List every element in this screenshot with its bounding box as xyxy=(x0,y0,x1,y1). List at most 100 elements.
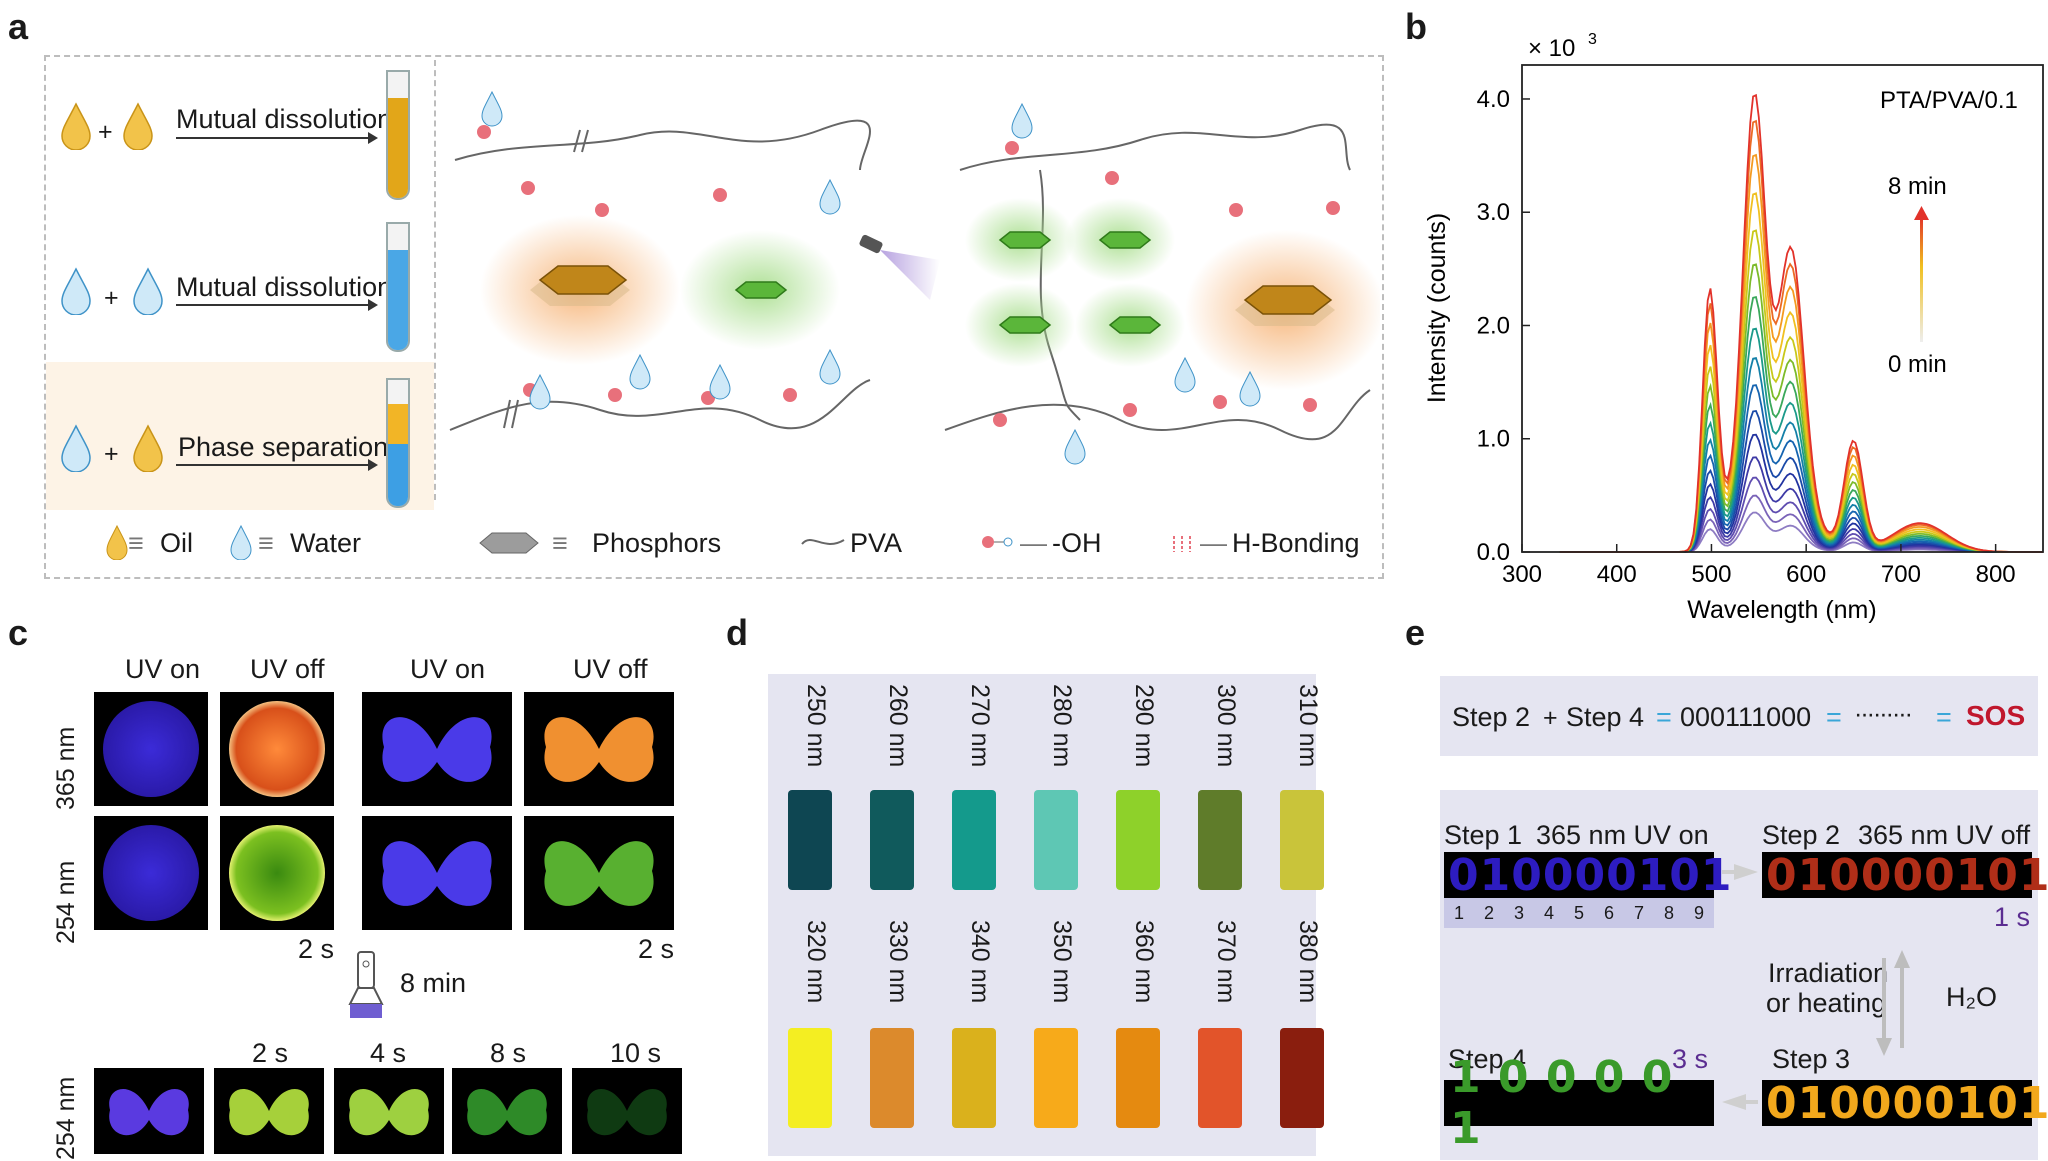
d-color-swatch xyxy=(1198,790,1242,890)
phosphor-equiv: ≡ xyxy=(552,528,568,558)
c-bottom-time-10s: 10 s xyxy=(610,1038,662,1068)
plus-row3: + xyxy=(104,440,119,468)
spectrum-series-line xyxy=(1559,263,2043,553)
x-tick-label: 700 xyxy=(1881,561,1921,588)
x-axis-label: Wavelength (nm) xyxy=(1687,596,1876,624)
e-eq-plus: + xyxy=(1543,704,1558,732)
d-color-swatch xyxy=(1280,1028,1324,1128)
e-eq-equals-3: = xyxy=(1936,702,1952,732)
e-index: 5 xyxy=(1573,902,1584,923)
c-header-uv-on-2: UV on xyxy=(410,654,486,684)
panel-label-a: a xyxy=(8,6,29,47)
row1-arrow xyxy=(176,132,378,144)
y-multiplier: × 10 xyxy=(1528,35,1575,62)
d-color-swatch xyxy=(870,1028,914,1128)
e-arrow-1-2 xyxy=(1722,864,1758,880)
c-photo-grid xyxy=(94,692,674,930)
e-step1-title: Step 1 xyxy=(1444,820,1523,850)
c-bottom-time-2s: 2 s xyxy=(252,1038,289,1068)
chart-plot-frame xyxy=(1521,64,2044,553)
e-step4-digits: 1 0 0 0 0 1 xyxy=(1444,1052,1714,1154)
oil-drop-legend-icon xyxy=(106,524,128,560)
time-label-top: 8 min xyxy=(1888,173,1947,200)
e-eq-equals-2: = xyxy=(1826,702,1842,732)
legend-water: Water xyxy=(290,528,362,558)
d-wavelength-label: 290 nm xyxy=(1130,684,1158,768)
phase-separation-highlight xyxy=(46,362,434,510)
y-tick-label: 3.0 xyxy=(1477,199,1510,226)
oh-dash: — xyxy=(1020,528,1047,558)
x-tick-label: 400 xyxy=(1597,561,1637,588)
x-tick-label: 800 xyxy=(1976,561,2016,588)
d-wavelength-label: 300 nm xyxy=(1212,684,1240,768)
phosphor-legend-icon xyxy=(479,532,539,554)
row2-label: Mutual dissolution xyxy=(176,272,393,302)
row1-label: Mutual dissolution xyxy=(176,104,393,134)
e-step1-digits: 010000101 xyxy=(1444,850,1732,901)
e-index: 6 xyxy=(1603,902,1614,923)
e-equation-box xyxy=(1440,676,2038,756)
y-multiplier-exp: 3 xyxy=(1588,31,1597,48)
row3-label: Phase separation xyxy=(178,432,389,462)
d-color-swatch xyxy=(1116,1028,1160,1128)
tube-oil-oil xyxy=(386,70,410,200)
hbond-legend-icon xyxy=(1173,536,1191,552)
chart-series-group xyxy=(1559,93,2043,553)
e-eq-step4: Step 4 xyxy=(1566,702,1645,732)
d-color-swatch xyxy=(1034,790,1078,890)
plus-row2: + xyxy=(104,284,119,312)
panel-a-frame xyxy=(44,55,1384,579)
y-tick-label: 2.0 xyxy=(1477,312,1510,339)
spectrum-series-line xyxy=(1559,356,2043,553)
e-index: 2 xyxy=(1483,902,1494,923)
d-wavelength-label: 350 nm xyxy=(1048,920,1076,1004)
tube-phase-separation xyxy=(386,378,410,508)
c-header-uv-off-1: UV off xyxy=(250,654,325,684)
d-wavelength-label: 250 nm xyxy=(802,684,830,768)
time-arrow-head xyxy=(1914,206,1929,220)
e-index: 3 xyxy=(1513,902,1524,923)
c-bottom-row-label: 254 nm xyxy=(52,1076,80,1160)
hbond-dash: — xyxy=(1200,528,1227,558)
e-step3-title: Step 3 xyxy=(1772,1044,1851,1074)
e-index: 4 xyxy=(1543,902,1554,923)
x-tick-label: 300 xyxy=(1502,561,1542,588)
legend-oh: -OH xyxy=(1052,528,1102,558)
tube-water-water xyxy=(386,222,410,352)
legend-pva: PVA xyxy=(850,528,903,558)
x-tick-label: 500 xyxy=(1691,561,1731,588)
legend-hbond: H-Bonding xyxy=(1232,528,1360,558)
e-eq-step2: Step 2 xyxy=(1452,702,1531,732)
chart-annotation: PTA/PVA/0.1 xyxy=(1880,87,2018,114)
spectrum-series-line xyxy=(1559,433,2043,553)
d-wavelength-label: 340 nm xyxy=(966,920,994,1004)
e-step1-sub: 365 nm UV on xyxy=(1536,820,1709,850)
oil-drops-row1 xyxy=(61,102,153,150)
e-step2-sub: 365 nm UV off xyxy=(1858,820,2031,850)
d-color-swatch xyxy=(788,1028,832,1128)
d-wavelength-label: 360 nm xyxy=(1130,920,1158,1004)
flashlight-icon xyxy=(348,951,384,1018)
oh-legend-icon xyxy=(982,536,1013,548)
e-or-heating: or heating xyxy=(1766,988,1887,1018)
y-tick-label: 1.0 xyxy=(1477,426,1510,453)
d-color-swatch xyxy=(952,1028,996,1128)
d-wavelength-label: 380 nm xyxy=(1294,920,1322,1004)
e-eq-equals-1: = xyxy=(1656,702,1672,732)
d-wavelength-label: 280 nm xyxy=(1048,684,1076,768)
spectrum-series-line xyxy=(1559,511,2043,553)
d-wavelength-label: 330 nm xyxy=(884,920,912,1004)
e-eq-result: SOS xyxy=(1966,700,2026,731)
d-wavelength-label: 270 nm xyxy=(966,684,994,768)
e-eq-binary: 000111000 xyxy=(1680,702,1812,732)
water-oil-drops-row3 xyxy=(61,424,163,472)
c-time-series-photos xyxy=(94,1068,682,1154)
e-step3-digits: 010000101 xyxy=(1762,1078,2048,1129)
c-row-label-254: 254 nm xyxy=(52,860,80,944)
d-wavelength-label: 260 nm xyxy=(884,684,912,768)
d-color-swatch xyxy=(1116,790,1160,890)
d-wavelength-label: 310 nm xyxy=(1294,684,1322,768)
d-color-swatch xyxy=(952,790,996,890)
